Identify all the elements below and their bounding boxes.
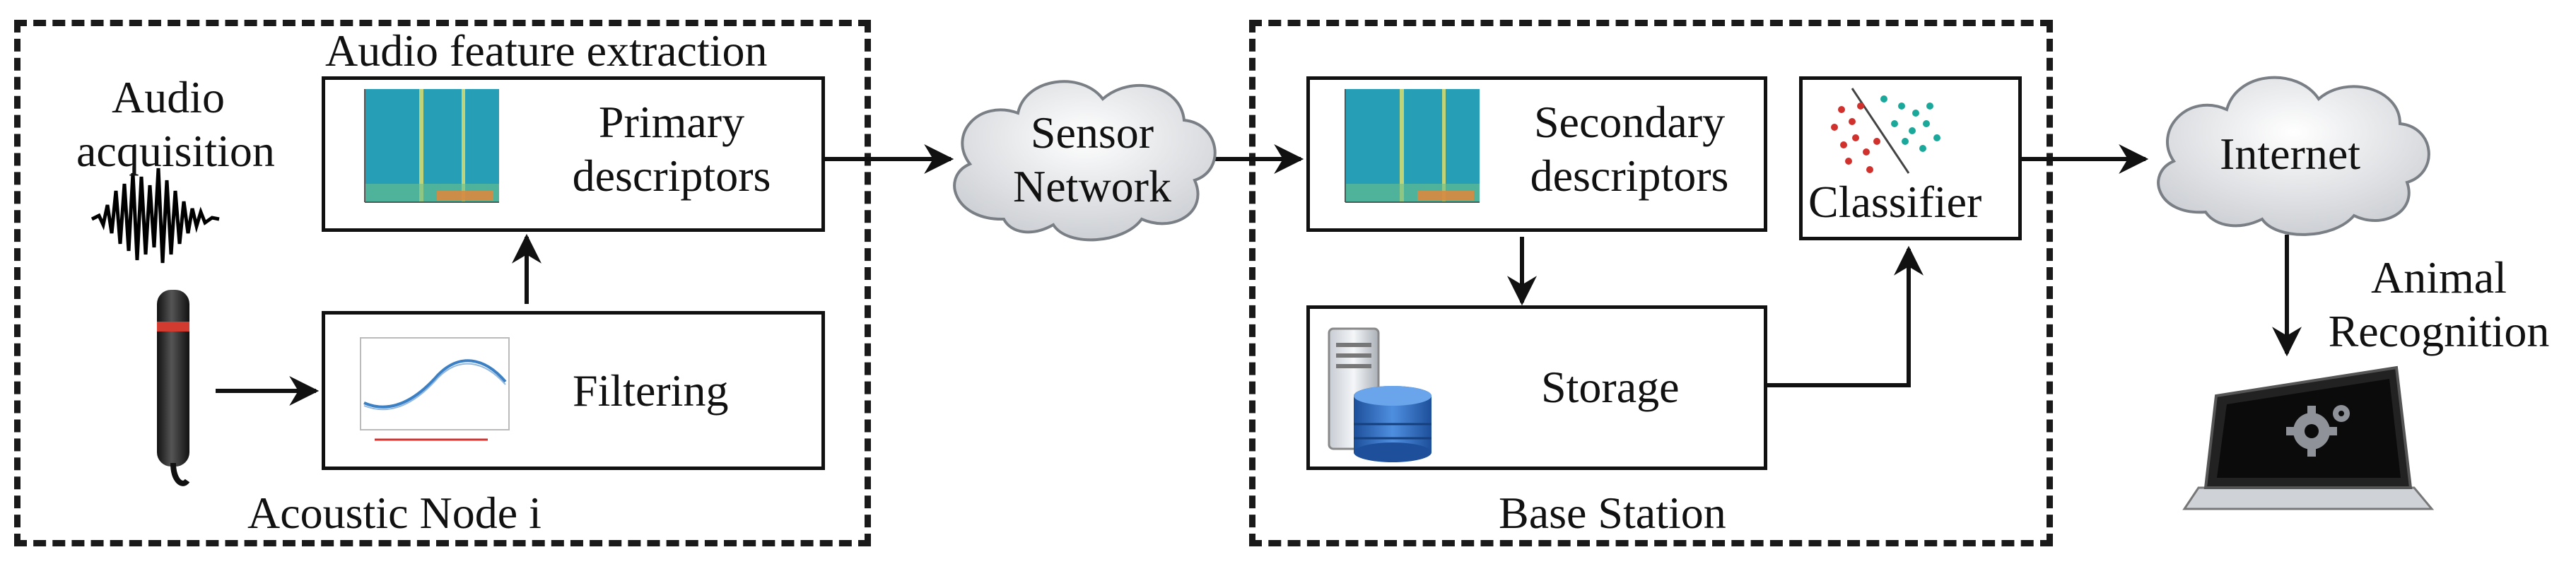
- animal-recognition-line-1: Animal: [2371, 252, 2507, 303]
- classifier-box: [1799, 76, 2022, 240]
- storage-label: Storage: [1541, 362, 1680, 412]
- filter-response-plot: [360, 337, 510, 441]
- laptop-icon: [2182, 365, 2435, 510]
- spectrogram-secondary-image: [1345, 89, 1480, 203]
- audio-acquisition-line-2: acquisition: [76, 125, 275, 176]
- acoustic-node-group: [14, 20, 871, 546]
- spectrogram-primary-image: [364, 89, 499, 203]
- feature-extraction-title: Audio feature extraction: [325, 25, 768, 76]
- sensor-network-line-1: Sensor: [1030, 107, 1154, 158]
- server-database-icon: [1328, 327, 1432, 462]
- arrow-storage-to-classifier: [1767, 245, 1924, 387]
- secondary-descriptors-line-2: descriptors: [1530, 150, 1729, 201]
- primary-descriptors-line-1: Primary: [598, 97, 745, 147]
- animal-recognition-line-2: Recognition: [2328, 305, 2550, 356]
- secondary-descriptors-line-1: Secondary: [1533, 97, 1726, 147]
- internet-label: Internet: [2220, 129, 2360, 179]
- microphone-icon: [157, 290, 190, 486]
- base-station-label: Base Station: [1499, 488, 1726, 538]
- base-station-group: [1249, 20, 2053, 546]
- classifier-label: Classifier: [1808, 177, 1982, 227]
- audio-acquisition-label: Audio acquisition: [76, 71, 275, 177]
- filtering-box: [322, 311, 825, 470]
- secondary-descriptors-label: Secondary descriptors: [1492, 95, 1767, 202]
- audio-acquisition-line-1: Audio: [112, 72, 225, 122]
- classifier-scatter-icon: [1831, 88, 1940, 174]
- acoustic-node-label: Acoustic Node i: [247, 488, 541, 538]
- filtering-label: Filtering: [573, 365, 729, 416]
- internet-cloud: [2157, 76, 2430, 236]
- animal-recognition-label: Animal Recognition: [2305, 251, 2573, 358]
- waveform-icon: [90, 168, 220, 264]
- primary-descriptors-line-2: descriptors: [572, 150, 771, 201]
- sensor-network-label: Sensor Network: [986, 106, 1198, 213]
- primary-descriptors-label: Primary descriptors: [534, 95, 809, 202]
- sensor-network-line-2: Network: [1013, 160, 1171, 211]
- sensor-network-cloud: [953, 80, 1217, 242]
